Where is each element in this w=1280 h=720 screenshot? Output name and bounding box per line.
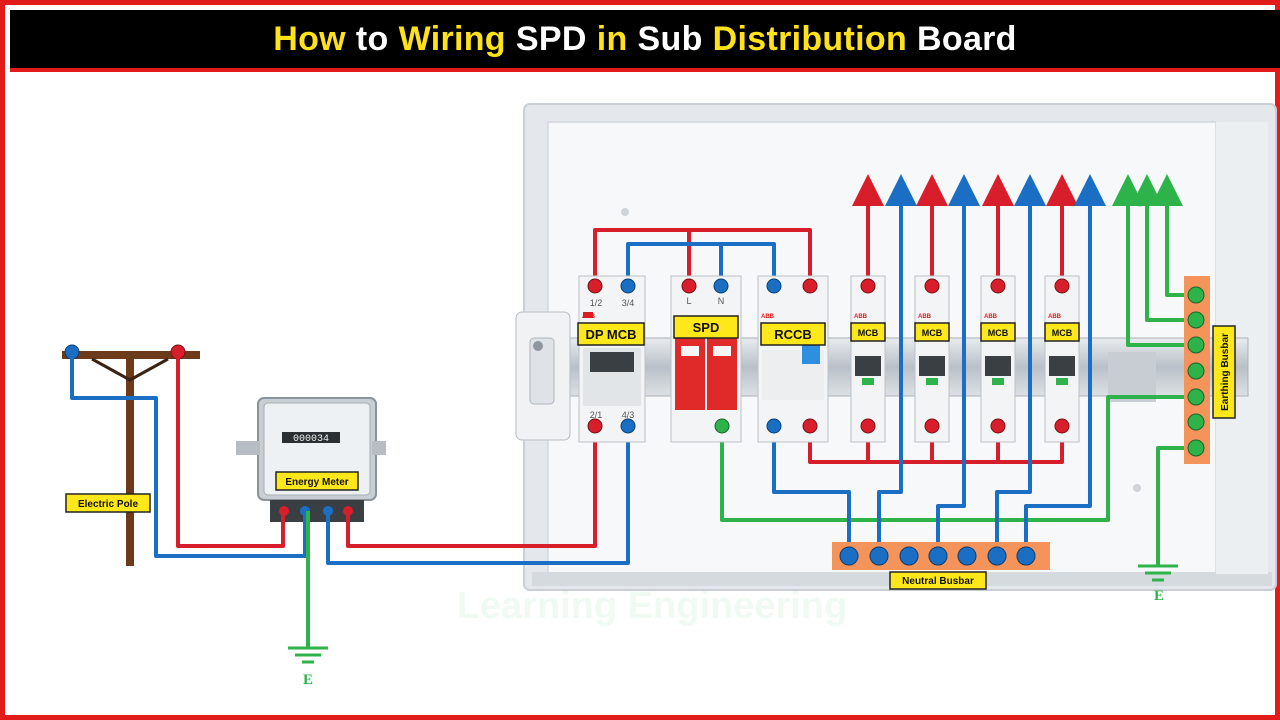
rccb-device (757, 275, 829, 443)
spd-device: L N (670, 275, 742, 443)
dp-mcb-terminal-top-right: 3/4 (622, 298, 635, 308)
earth-busbar-ground-wire (1156, 446, 1196, 566)
neutral-out-2-wire (936, 174, 980, 556)
title-word: in (596, 19, 628, 58)
title-bar: How to Wiring SPD in Sub Distribution Bo… (10, 10, 1280, 72)
spd-terminal-l: L (686, 296, 691, 306)
pole-neutral-wire (70, 352, 307, 558)
meter-neutral-out-wire (326, 426, 630, 565)
spd-terminal-n: N (718, 296, 725, 306)
mcb-3 (980, 275, 1016, 443)
title-word: How (273, 19, 346, 58)
neutral-busbar (832, 542, 1050, 570)
energy-meter-label: Energy Meter (285, 477, 348, 488)
dp-to-rccb-neutral-wire (626, 242, 776, 286)
brand-mark: ABB (582, 314, 596, 320)
rccb-neutral-out-wire (772, 426, 851, 556)
dp-mcb-terminal-bottom-right: 4/3 (622, 410, 635, 420)
electric-pole-label: Electric Pole (78, 499, 138, 510)
earth-out-1-wire (1112, 174, 1196, 347)
energy-meter: 000034 (236, 397, 386, 522)
dp-mcb-terminal-top-left: 1/2 (590, 298, 603, 308)
busbar-earth-symbol (1138, 564, 1178, 582)
mcb-4-label: MCB (1052, 328, 1073, 338)
mcb-1 (850, 275, 886, 443)
spd-label: SPD (693, 320, 720, 335)
pole-phase-wire (176, 352, 285, 548)
earth-out-2-wire (1131, 174, 1196, 322)
watermark-text: Learning Engineering (457, 585, 848, 627)
earthing-busbar: Earthing Busbar (1184, 276, 1236, 464)
dp-mcb-terminal-bottom-left: 2/1 (590, 410, 603, 420)
brand-mark: ABB (984, 314, 998, 320)
meter-reading: 000034 (293, 434, 329, 445)
brand-mark: ABB (761, 314, 775, 320)
brand-mark: ABB (918, 314, 932, 320)
title-word: Board (917, 19, 1017, 58)
title-word: SPD (515, 19, 587, 58)
neutral-out-3-wire (995, 174, 1046, 556)
neutral-busbar-label: Neutral Busbar (902, 576, 974, 587)
busbar-earth-label: E (1154, 588, 1164, 604)
meter-phase-out-wire (346, 426, 597, 548)
title-word: Wiring (398, 19, 506, 58)
brand-mark: ABB (1048, 314, 1062, 320)
meter-earth-label: E (303, 672, 313, 688)
rccb-phase-out-wire (808, 426, 1064, 464)
rccb-label: RCCB (774, 327, 812, 342)
meter-earth-symbol (288, 646, 328, 664)
mcb-2-label: MCB (922, 328, 943, 338)
earthing-busbar-label: Earthing Busbar (1220, 333, 1231, 411)
title-word: Sub (637, 19, 703, 58)
dp-to-rccb-phase-wire (593, 228, 812, 286)
supply-wires (70, 352, 630, 648)
mcb-4 (1044, 275, 1080, 443)
spd-earth-wire (720, 395, 1196, 522)
brand-mark: ABB (854, 314, 868, 320)
page-title: How to Wiring SPD in Sub Distribution Bo… (10, 10, 1280, 68)
mcb-3-label: MCB (988, 328, 1009, 338)
neutral-out-4-wire (1024, 174, 1106, 556)
dp-mcb: 1/2 3/4 2/1 4/3 (578, 275, 646, 443)
neutral-out-1-wire (877, 174, 917, 556)
dp-mcb-label: DP MCB (585, 327, 636, 342)
mcb-2 (914, 275, 950, 443)
mcb-1-label: MCB (858, 328, 879, 338)
title-word: Distribution (712, 19, 908, 58)
title-word: to (355, 19, 389, 58)
